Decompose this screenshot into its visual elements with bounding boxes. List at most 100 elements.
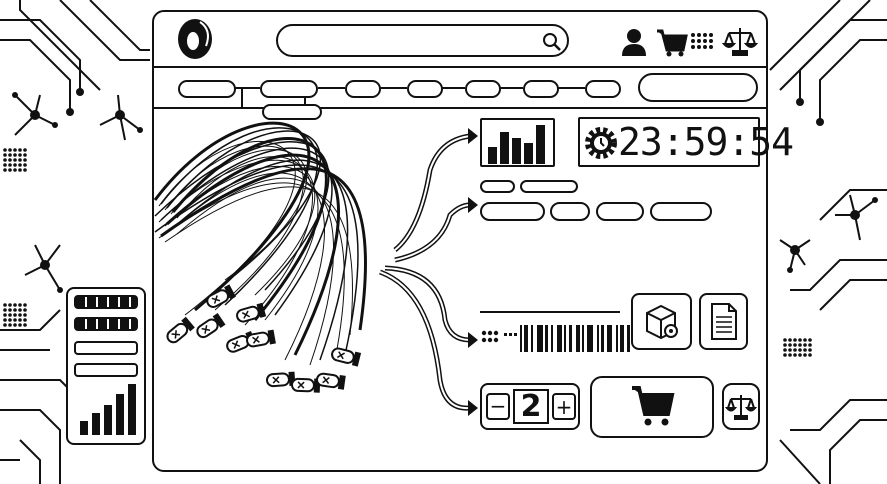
leds (166, 284, 362, 393)
dot (18, 303, 22, 307)
wire (164, 186, 353, 336)
nav-item[interactable] (178, 80, 236, 98)
wire (160, 147, 333, 316)
dot (798, 348, 802, 352)
dot (3, 313, 7, 317)
dot (783, 338, 787, 342)
barcode-bar (545, 325, 548, 352)
barcode-bar (601, 325, 604, 352)
dot (13, 303, 17, 307)
dot (8, 158, 12, 162)
dot (13, 313, 17, 317)
barcode-dot (493, 330, 499, 336)
nav-divider (152, 107, 768, 109)
countdown-timer: 23:59:54 (578, 117, 794, 167)
barcode-bar (620, 325, 624, 352)
barcode-bar (520, 325, 522, 352)
dot (8, 318, 12, 322)
dot (3, 323, 7, 327)
decrement-button[interactable]: − (486, 393, 510, 420)
dot (13, 163, 17, 167)
gear-clock-icon (585, 127, 617, 159)
dot (13, 148, 17, 152)
increment-button[interactable]: + (552, 393, 576, 420)
option-chip[interactable] (480, 202, 545, 221)
option-chip[interactable] (550, 202, 590, 221)
compare-button[interactable] (722, 383, 760, 430)
scales-icon (724, 395, 758, 420)
option-chip[interactable] (650, 202, 712, 221)
dot (808, 348, 812, 352)
nav-subitem[interactable] (262, 104, 322, 120)
dot (803, 343, 807, 347)
led-component (236, 302, 267, 323)
bar-chart-icon (80, 384, 136, 435)
cart-icon (632, 386, 675, 426)
grid-icon (691, 33, 713, 49)
tag-chip[interactable] (480, 180, 515, 193)
barcode-bar (569, 325, 572, 352)
dot (3, 318, 7, 322)
nav-item[interactable] (585, 80, 621, 98)
barcode-bar (627, 325, 630, 352)
barcode-bar (607, 325, 612, 352)
add-to-cart-button[interactable] (590, 376, 714, 438)
barcode-bar (551, 325, 553, 352)
chart-widget[interactable] (480, 118, 555, 167)
nav-item[interactable] (260, 80, 318, 98)
led-component (166, 316, 195, 344)
dot (783, 348, 787, 352)
dot (798, 338, 802, 342)
quantity-value[interactable]: 2 (513, 389, 549, 424)
bar-chart-icon (488, 125, 545, 164)
barcode-dot (514, 333, 517, 336)
dot (8, 303, 12, 307)
nav-action-button[interactable] (638, 73, 758, 102)
dot (808, 353, 812, 357)
search-icon[interactable] (540, 30, 564, 54)
dot (23, 148, 27, 152)
dot (3, 303, 7, 307)
dot (8, 308, 12, 312)
barcode-dot (509, 333, 512, 336)
dot (793, 353, 797, 357)
shipping-button[interactable] (631, 293, 692, 350)
nav-item[interactable] (523, 80, 559, 98)
nav-item[interactable] (465, 80, 501, 98)
dot (803, 353, 807, 357)
tag-chip[interactable] (520, 180, 578, 193)
dot (8, 163, 12, 167)
nav-item[interactable] (407, 80, 443, 98)
barcode-dot (487, 337, 493, 343)
dot (18, 163, 22, 167)
dot (3, 308, 7, 312)
dot (13, 323, 17, 327)
quantity-stepper[interactable]: − 2 + (480, 383, 580, 430)
barcode-bar (616, 325, 618, 352)
dot (788, 348, 792, 352)
dot (18, 318, 22, 322)
dot (8, 148, 12, 152)
search-input[interactable] (276, 24, 569, 57)
wire (165, 153, 341, 356)
nav-item[interactable] (345, 80, 381, 98)
barcode-dot (481, 330, 487, 336)
document-button[interactable] (699, 293, 748, 350)
dot (8, 323, 12, 327)
dot (13, 308, 17, 312)
wire (170, 172, 325, 361)
led-component (331, 347, 362, 367)
dot (23, 168, 27, 172)
dot (23, 313, 27, 317)
dot (23, 323, 27, 327)
barcode-dot (504, 333, 507, 336)
option-chip[interactable] (596, 202, 644, 221)
header-divider (152, 66, 768, 68)
barcode-bar (576, 325, 580, 352)
wire (160, 167, 367, 331)
dot (803, 338, 807, 342)
dot (798, 343, 802, 347)
